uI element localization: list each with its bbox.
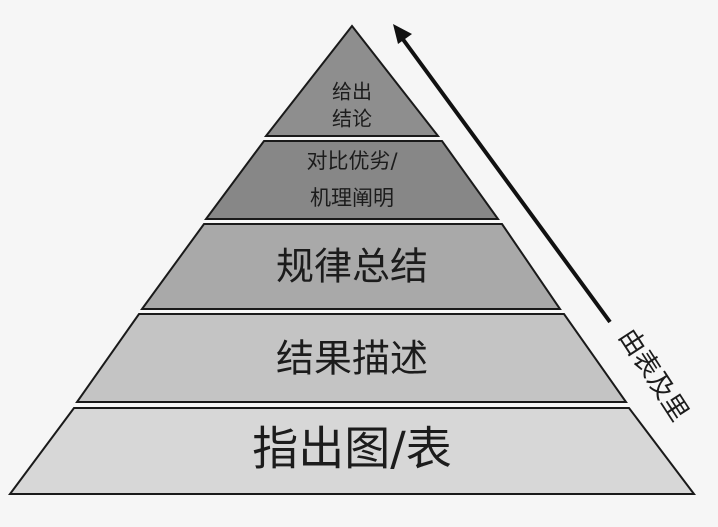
pyramid-level-3-shape <box>140 223 562 310</box>
pyramid-level-conclusion: 给出 结论 <box>263 24 441 137</box>
level-2-line-1: 对比优劣/ <box>306 149 398 173</box>
level-5-line-1: 指出图/表 <box>252 422 452 476</box>
pyramid-level-4-shape <box>75 313 628 403</box>
arrow-head <box>393 24 412 44</box>
pyramid-level-2-shape <box>204 140 500 220</box>
level-3-line-1: 规律总结 <box>276 245 428 289</box>
arrow-shaft <box>400 36 612 324</box>
pyramid-level-summary: 规律总结 <box>140 223 562 310</box>
pyramid-level-description: 结果描述 <box>75 313 628 403</box>
level-1-line-1: 给出 <box>332 80 372 104</box>
direction-arrow <box>393 24 612 324</box>
level-4-line-1: 结果描述 <box>276 337 428 381</box>
pyramid-level-5-shape <box>8 407 697 495</box>
pyramid-level-comparison: 对比优劣/ 机理阐明 <box>204 140 500 220</box>
pyramid-level-1-shape <box>263 24 441 137</box>
pyramid-level-identify: 指出图/表 <box>8 407 697 495</box>
level-2-line-2: 机理阐明 <box>310 186 394 210</box>
level-1-line-2: 结论 <box>332 107 372 131</box>
